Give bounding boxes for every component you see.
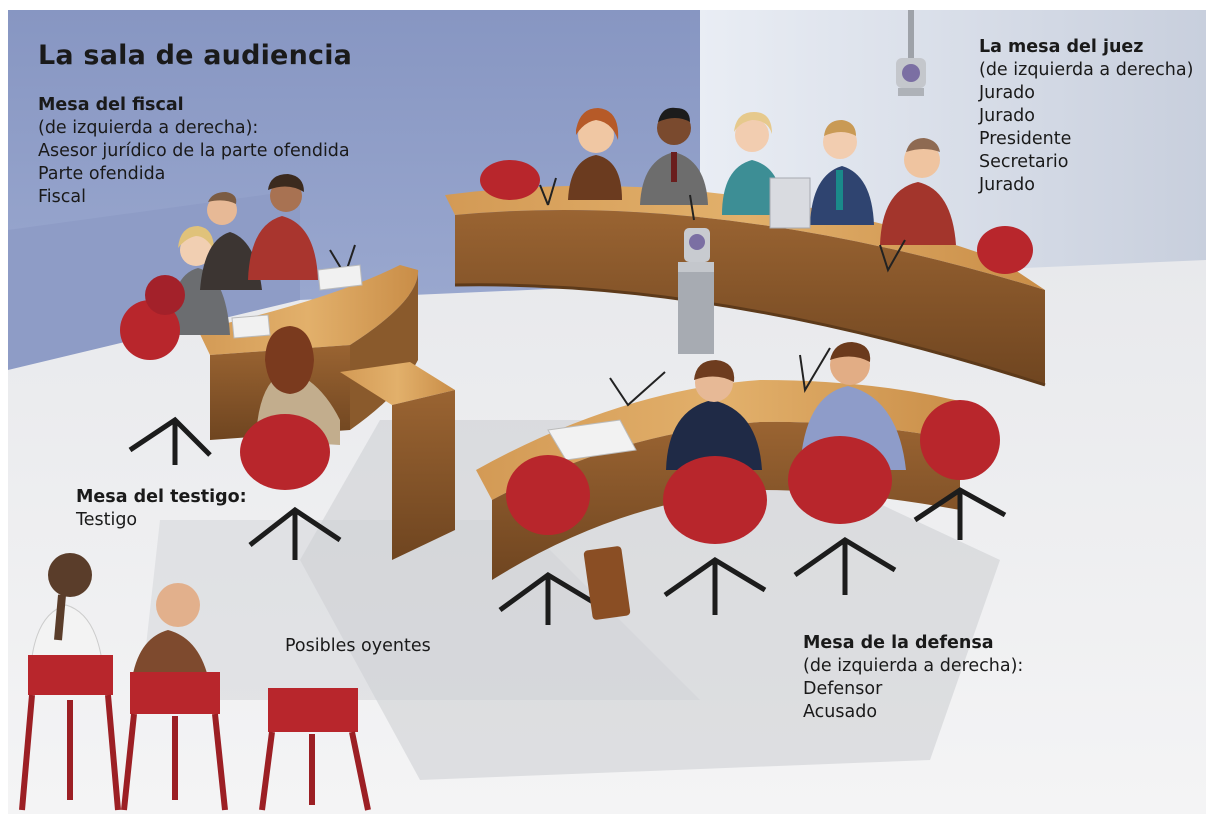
- witness-desk: [240, 326, 455, 560]
- chair-base-1: [128, 416, 212, 465]
- juez-item: Jurado: [979, 83, 1035, 103]
- fiscal-legend: Mesa del fiscal (de izquierda a derecha)…: [38, 94, 350, 209]
- camera-pillar: [678, 228, 714, 354]
- monitor: [769, 177, 811, 229]
- defensa-item: Defensor: [803, 679, 883, 699]
- defensa-legend: Mesa de la defensa (de izquierda a derec…: [803, 632, 1023, 724]
- ceiling-camera: [896, 10, 926, 96]
- oyentes-label: Posibles oyentes: [285, 636, 431, 656]
- judge-chair-right: [977, 226, 1033, 274]
- jurado-1-figure: [568, 108, 622, 200]
- audience-chair-2: [121, 672, 228, 811]
- jurado-3-figure: [880, 138, 956, 245]
- defensor-figure: [666, 360, 762, 470]
- juez-item: Secretario: [979, 152, 1069, 172]
- floor-shadow-2: [140, 520, 700, 700]
- defensa-item: Acusado: [803, 702, 878, 722]
- prosecutor-desk: [120, 174, 419, 465]
- juez-subheading: (de izquierda a derecha): [979, 60, 1194, 80]
- presidente-figure: [722, 112, 783, 215]
- jurado-2-figure: [640, 107, 708, 205]
- fiscal-item: Parte ofendida: [38, 164, 166, 184]
- defense-chair-3: [788, 436, 892, 524]
- defense-chair-2: [663, 456, 767, 544]
- fiscal-figure: [248, 174, 318, 280]
- audience-chair-3: [259, 688, 371, 811]
- defensa-subheading: (de izquierda a derecha):: [803, 656, 1024, 676]
- defense-chair-1: [506, 455, 590, 535]
- juez-heading: La mesa del juez: [979, 37, 1144, 57]
- briefcase: [583, 546, 631, 620]
- parte-ofendida-figure: [200, 192, 262, 290]
- audience-chair-1: [19, 655, 121, 811]
- juez-legend: La mesa del juez (de izquierda a derecha…: [979, 36, 1193, 197]
- fiscal-item: Fiscal: [38, 187, 86, 207]
- testigo-heading: Mesa del testigo:: [76, 487, 247, 507]
- defense-chair-4: [920, 400, 1000, 480]
- papers-prosecutor: [317, 264, 363, 291]
- witness-chair: [240, 414, 330, 490]
- secretario-figure: [810, 120, 874, 225]
- oyentes-legend: Posibles oyentes: [285, 635, 431, 658]
- witness-chair-base: [248, 506, 342, 560]
- page-title: La sala de audiencia: [38, 40, 353, 71]
- papers-defense: [547, 419, 637, 461]
- juez-item: Jurado: [979, 175, 1035, 195]
- audience: [19, 553, 371, 811]
- judge-chair-left: [480, 160, 540, 200]
- fiscal-heading: Mesa del fiscal: [38, 95, 184, 115]
- prosecutor-chair-2: [145, 275, 185, 315]
- testigo-item: Testigo: [76, 510, 138, 530]
- fiscal-subheading: (de izquierda a derecha):: [38, 118, 259, 138]
- testigo-legend: Mesa del testigo: Testigo: [76, 486, 247, 532]
- judge-panel: [480, 107, 1033, 274]
- defense-desk: [476, 342, 1007, 625]
- juez-item: Presidente: [979, 129, 1072, 149]
- defensa-heading: Mesa de la defensa: [803, 633, 994, 653]
- juez-item: Jurado: [979, 106, 1035, 126]
- fiscal-item: Asesor jurídico de la parte ofendida: [38, 141, 350, 161]
